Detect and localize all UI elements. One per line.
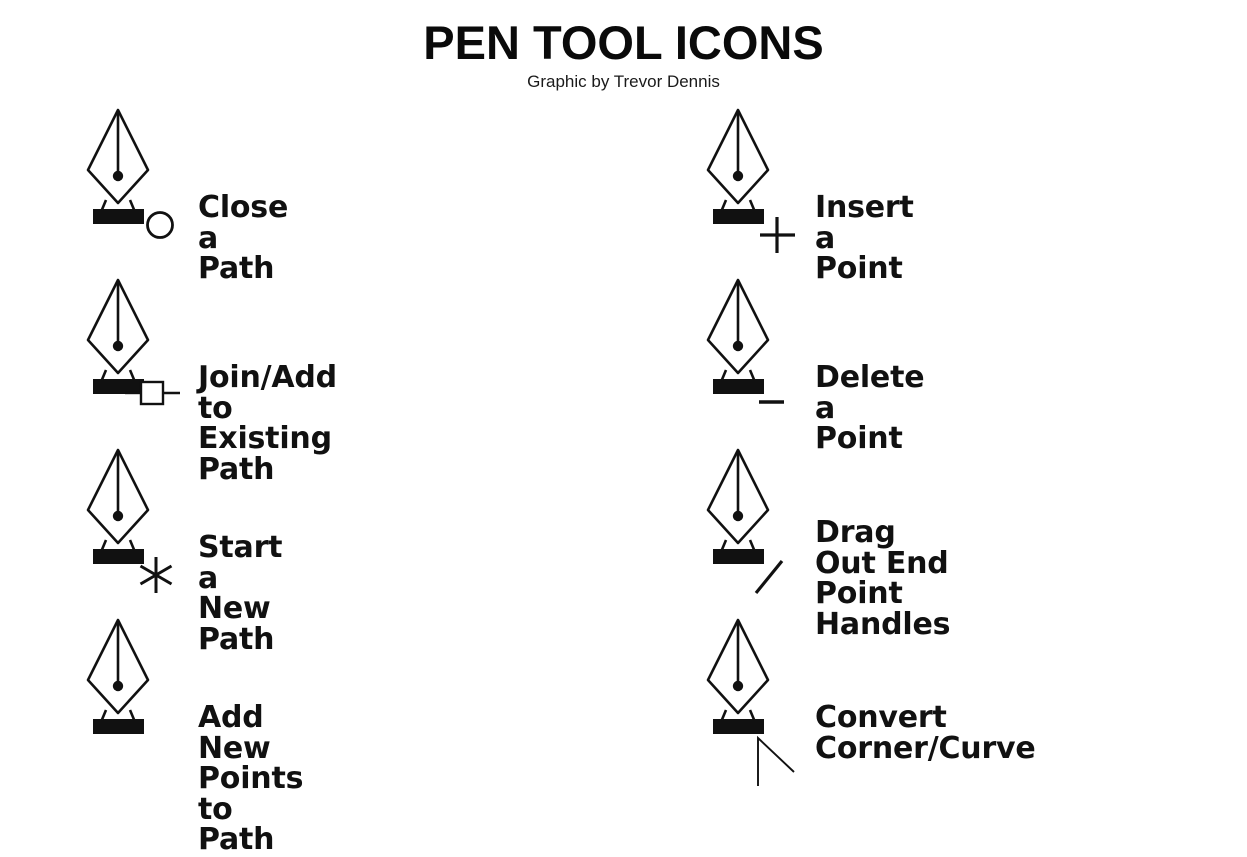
pen-tool-icon-delete-a-point xyxy=(698,278,828,443)
pen-tool-icon xyxy=(706,448,770,564)
legend-label-start-a-new-path: Start a New Path xyxy=(198,530,283,657)
plus-badge-icon xyxy=(760,217,795,253)
pen-tool-icon-convert-corner-curve xyxy=(698,618,828,786)
legend-label-insert-a-point: Insert a Point xyxy=(815,190,914,287)
pen-tool-icon-close-a-path xyxy=(78,108,208,273)
page-subtitle: Graphic by Trevor Dennis xyxy=(527,72,720,92)
minus-badge-icon xyxy=(759,400,784,404)
legend-label-delete-a-point: Delete a Point xyxy=(815,360,925,457)
pen-tool-icon xyxy=(86,278,150,394)
square-with-lines-badge-icon xyxy=(125,380,180,406)
asterisk-badge-icon xyxy=(139,557,173,593)
legend-label-convert-corner-curve: Convert Corner/Curve xyxy=(815,700,1036,766)
arrow-cursor-badge-icon xyxy=(757,735,795,786)
pen-tool-icon xyxy=(86,618,150,734)
diagonal-slash-badge-icon xyxy=(754,559,784,595)
poster-header: PEN TOOL ICONS Graphic by Trevor Dennis xyxy=(0,18,1247,92)
legend-label-join-add-to-existing-path: Join/Add to Existing Path xyxy=(198,360,337,487)
pen-tool-icon xyxy=(706,618,770,734)
pen-tool-icon xyxy=(86,108,150,224)
pen-tool-icon xyxy=(706,108,770,224)
pen-tool-icon xyxy=(706,278,770,394)
pen-tool-icon-insert-a-point xyxy=(698,108,828,273)
page-title: PEN TOOL ICONS xyxy=(423,16,824,69)
circle-badge-icon xyxy=(146,211,174,239)
pen-tool-icon-start-a-new-path xyxy=(78,448,208,613)
pen-tool-icon xyxy=(86,448,150,564)
legend-label-drag-out-end-point-handles: Drag Out End Point Handles xyxy=(815,515,951,642)
pen-tool-icon-drag-out-end-point-handles xyxy=(698,448,828,613)
legend-label-add-new-points-to-path: Add New Points to Path xyxy=(198,700,304,857)
pen-tool-icon-add-new-points-to-path xyxy=(78,618,208,783)
pen-tool-icon-join-add-to-existing-path xyxy=(78,278,208,443)
legend-label-close-a-path: Close a Path xyxy=(198,190,289,287)
